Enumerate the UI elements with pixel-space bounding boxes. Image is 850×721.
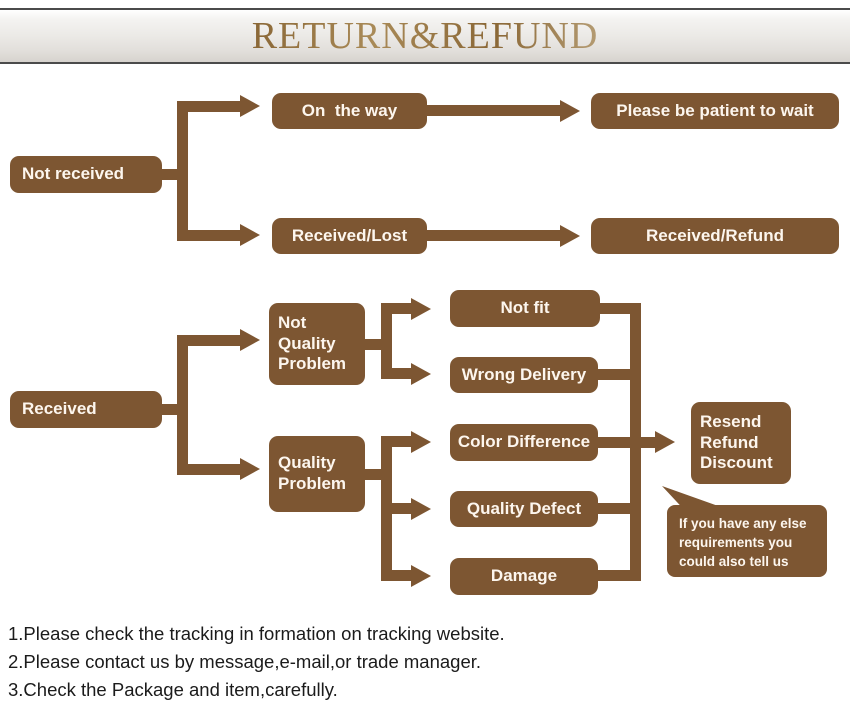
connector-not-quality-run bbox=[177, 335, 243, 346]
node-received-lost: Received/Lost bbox=[272, 218, 427, 254]
connector-quality-run bbox=[177, 464, 243, 475]
node-received-refund: Received/Refund bbox=[591, 218, 839, 254]
node-not-fit: Not fit bbox=[450, 290, 600, 327]
connector-wrong-delivery-run bbox=[381, 368, 415, 379]
node-resend-refund-discount: Resend Refund Discount bbox=[691, 402, 791, 484]
callout-extra-requirements: If you have any else requirements you co… bbox=[667, 505, 827, 577]
page-title: RETURN&REFUND bbox=[251, 15, 599, 57]
connector-quality-defect-run bbox=[381, 503, 415, 514]
node-quality-problem: Quality Problem bbox=[269, 436, 365, 512]
connector-not-quality-stub bbox=[363, 339, 389, 350]
arrow-outcome bbox=[655, 431, 675, 453]
collector-stub-wrong-delivery bbox=[594, 369, 641, 380]
connector-color-difference-run bbox=[381, 436, 415, 447]
connector-outcome-run bbox=[630, 437, 660, 448]
connector-received-trunk bbox=[177, 335, 188, 475]
node-not-quality-problem: Not Quality Problem bbox=[269, 303, 365, 385]
arrow-wrong-delivery bbox=[411, 363, 431, 385]
arrow-received-refund bbox=[560, 225, 580, 247]
arrow-color-difference bbox=[411, 431, 431, 453]
header-banner: RETURN&REFUND bbox=[0, 8, 850, 64]
node-damage: Damage bbox=[450, 558, 598, 595]
node-quality-defect: Quality Defect bbox=[450, 491, 598, 527]
note-line-1: 1.Please check the tracking in formation… bbox=[8, 623, 505, 644]
arrow-please-wait bbox=[560, 100, 580, 122]
arrow-not-fit bbox=[411, 298, 431, 320]
connector-not-received-stub bbox=[160, 169, 188, 180]
note-line-3: 3.Check the Package and item,carefully. bbox=[8, 679, 338, 701]
note-line-2: 2.Please contact us by message,e-mail,or… bbox=[8, 651, 482, 673]
node-please-be-patient-to-wait: Please be patient to wait bbox=[591, 93, 839, 129]
collector-stub-quality-defect bbox=[594, 503, 641, 514]
arrow-quality-defect bbox=[411, 498, 431, 520]
node-wrong-delivery: Wrong Delivery bbox=[450, 357, 598, 393]
connector-on-the-way-run bbox=[177, 101, 243, 112]
connector-quality-stub bbox=[363, 469, 389, 480]
arrow-damage bbox=[411, 565, 431, 587]
connector-received-lost-to-result bbox=[425, 230, 565, 241]
connector-not-fit-run bbox=[381, 303, 415, 314]
collector-stub-color-difference bbox=[594, 437, 641, 448]
connector-not-received-trunk bbox=[177, 101, 188, 241]
node-on-the-way: On the way bbox=[272, 93, 427, 129]
connector-damage-run bbox=[381, 570, 415, 581]
connector-received-lost-run bbox=[177, 230, 243, 241]
node-color-difference: Color Difference bbox=[450, 424, 598, 461]
footer-notes: 1.Please check the tracking in formation… bbox=[8, 620, 708, 704]
connector-not-quality-split bbox=[381, 303, 392, 379]
node-received: Received bbox=[10, 391, 162, 428]
arrow-received-lost bbox=[240, 224, 260, 246]
arrow-on-the-way bbox=[240, 95, 260, 117]
collector-stub-damage bbox=[594, 570, 641, 581]
connector-received-stub bbox=[160, 404, 188, 415]
arrow-quality-problem bbox=[240, 458, 260, 480]
collector-stub-not-fit bbox=[596, 303, 641, 314]
node-not-received: Not received bbox=[10, 156, 162, 193]
arrow-not-quality-problem bbox=[240, 329, 260, 351]
connector-on-the-way-to-result bbox=[425, 105, 565, 116]
